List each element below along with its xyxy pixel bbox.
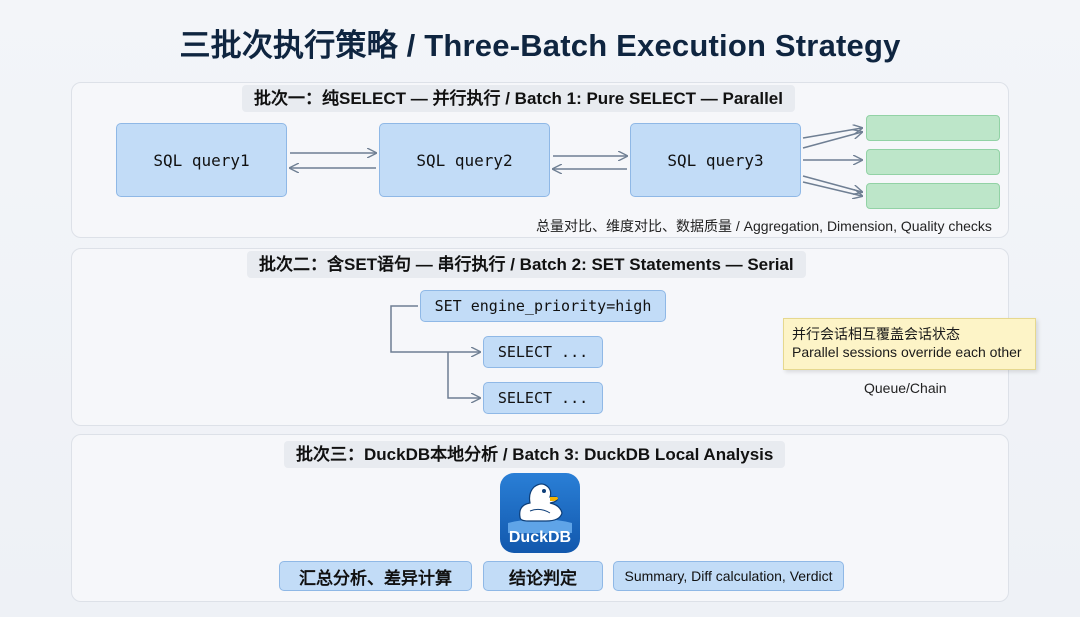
batch1-title: 批次一：纯SELECT — 并行执行 / Batch 1: Pure SELEC… (242, 85, 795, 112)
batch3-title: 批次三：DuckDB本地分析 / Batch 3: DuckDB Local A… (284, 441, 786, 468)
tag-verdict-cn: 结论判定 (483, 561, 603, 591)
checks-note: 总量对比、维度对比、数据质量 / Aggregation, Dimension,… (536, 218, 992, 234)
sticky-note: 并行会话相互覆盖会话状态 Parallel sessions override … (783, 318, 1036, 370)
select-box-2: SELECT ... (483, 382, 603, 414)
page-title: 三批次执行策略 / Three-Batch Execution Strategy (179, 28, 901, 63)
logo-text: DuckDB (508, 529, 572, 546)
sticky-line2: Parallel sessions override each other (792, 344, 1022, 360)
set-statement-box: SET engine_priority=high (420, 290, 666, 322)
tag-summary-en: Summary, Diff calculation, Verdict (613, 561, 844, 591)
result-box-2 (866, 149, 1000, 175)
sql-query3-box: SQL query3 (630, 123, 801, 197)
duck-icon (508, 483, 572, 533)
tag-summary-cn: 汇总分析、差异计算 (279, 561, 472, 591)
batch2-title: 批次二：含SET语句 — 串行执行 / Batch 2: SET Stateme… (247, 251, 806, 278)
result-box-3 (866, 183, 1000, 209)
sticky-line1: 并行会话相互覆盖会话状态 (792, 326, 960, 342)
duckdb-logo: DuckDB (500, 473, 580, 553)
queue-label: Queue/Chain (864, 380, 947, 396)
result-box-1 (866, 115, 1000, 141)
sql-query1-box: SQL query1 (116, 123, 287, 197)
select-box-1: SELECT ... (483, 336, 603, 368)
sql-query2-box: SQL query2 (379, 123, 550, 197)
